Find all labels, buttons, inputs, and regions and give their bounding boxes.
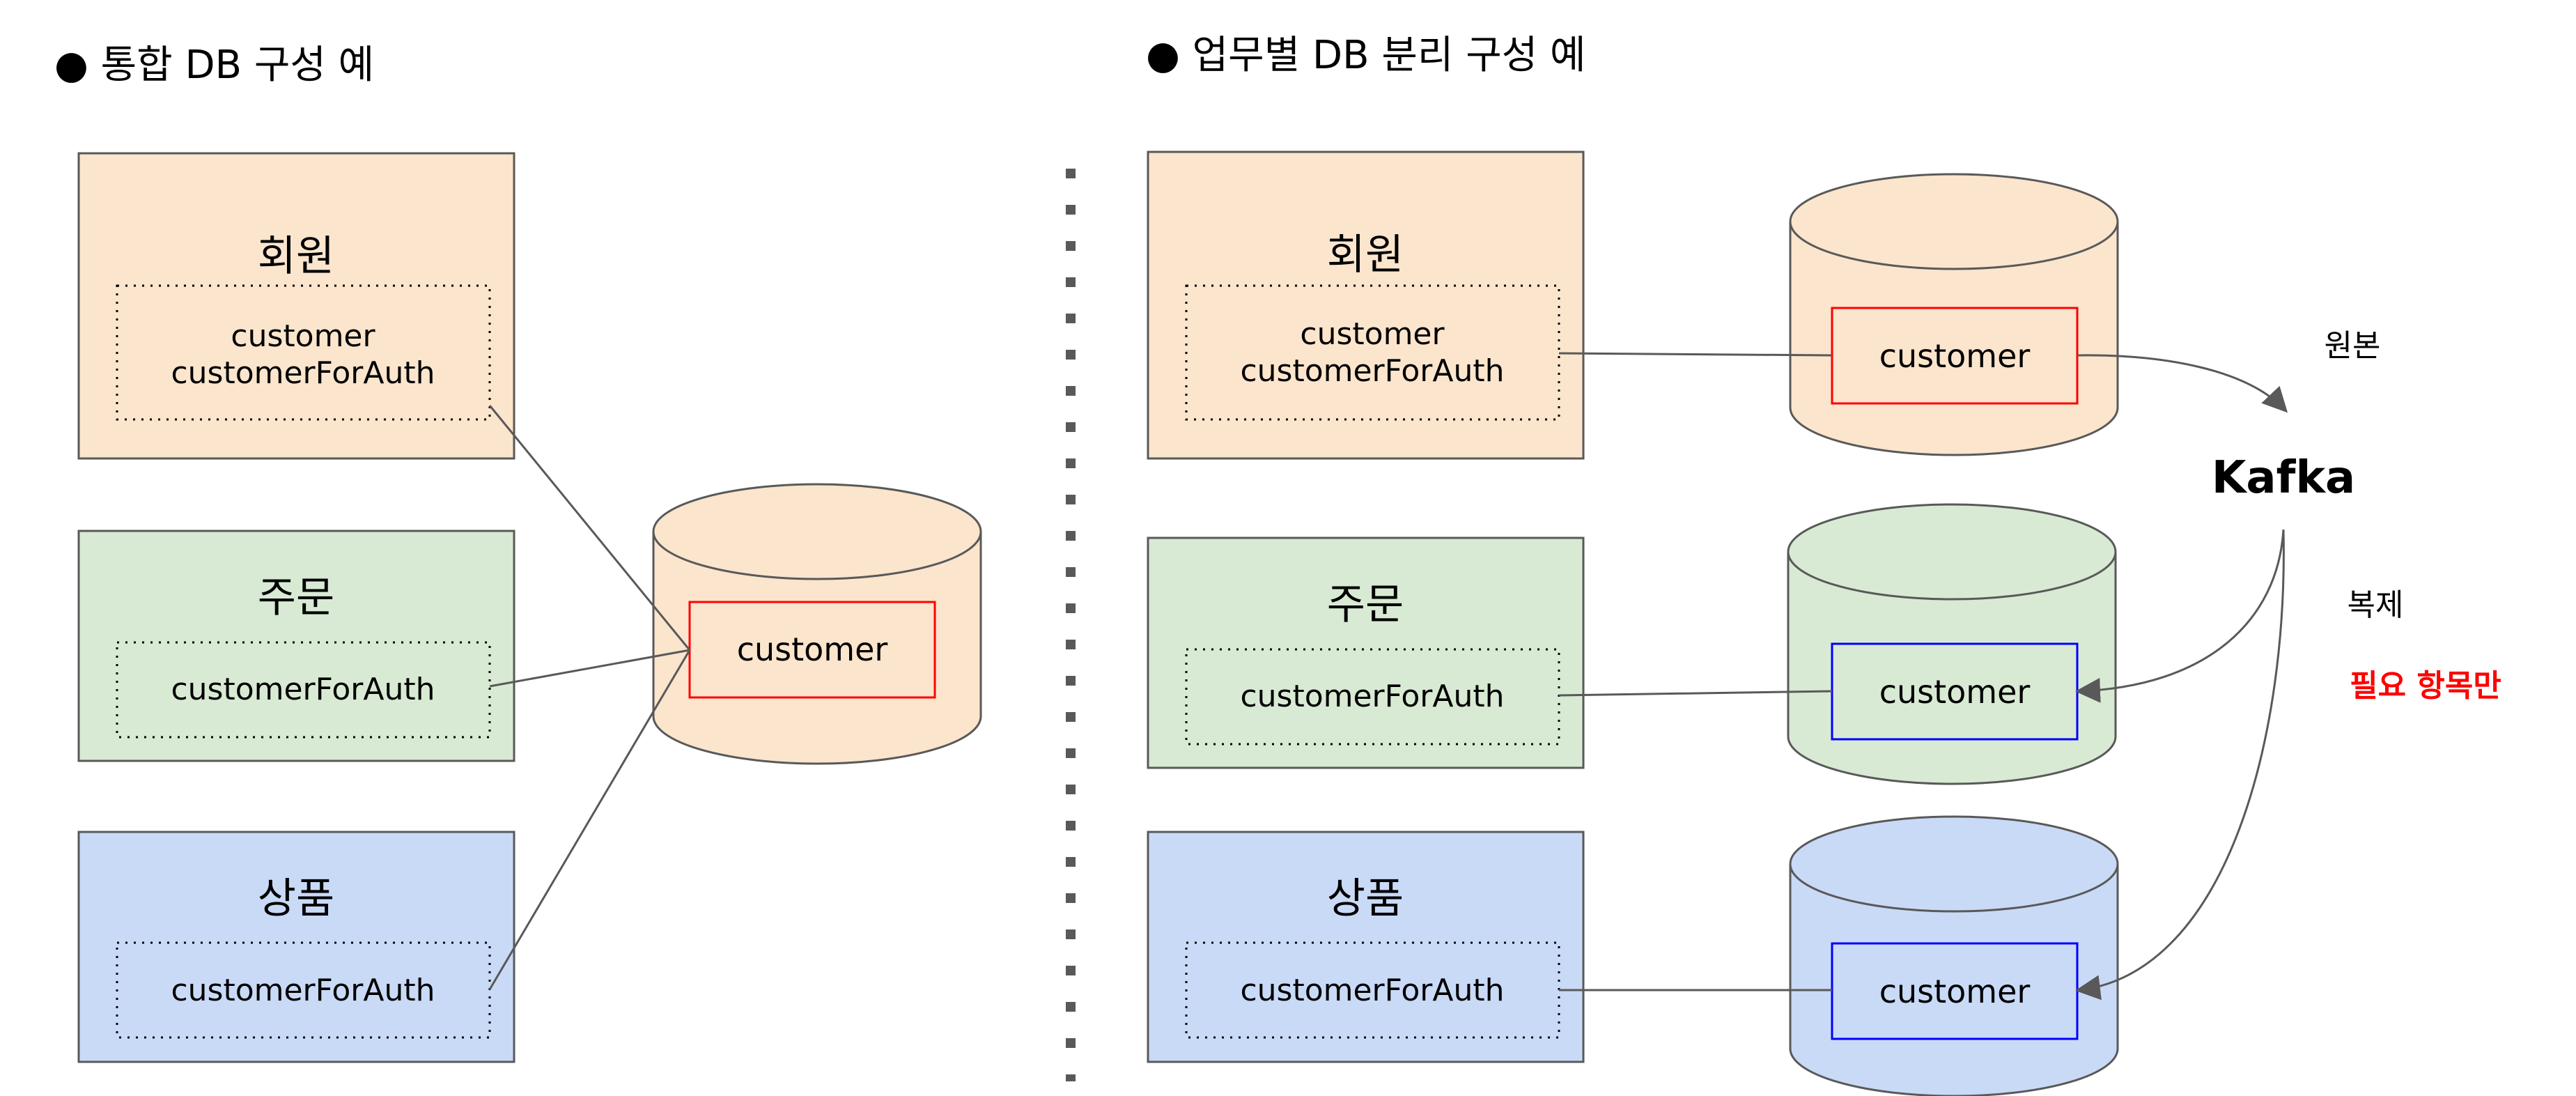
kafka-flow-arrows: [2075, 354, 2288, 1001]
right-member-db: customer: [1789, 173, 2119, 456]
left-integrated-db: customer: [652, 483, 982, 765]
right-member-db-label: customer: [1879, 337, 2031, 375]
right-order-title: 주문: [1327, 580, 1404, 629]
left-member-service: 회원 customer customerForAuth: [77, 152, 515, 460]
required-items-label: 필요 항목만: [2350, 668, 2501, 704]
right-member-table-1: customer: [1300, 316, 1445, 352]
left-section-title: ● 통합 DB 구성 예: [54, 43, 374, 88]
right-order-service: 주문 customerForAuth: [1147, 537, 1585, 769]
left-db-customer-label: customer: [737, 631, 888, 668]
left-product-service: 상품 customerForAuth: [77, 831, 515, 1063]
right-section-title: ● 업무별 DB 분리 구성 예: [1146, 33, 1586, 78]
left-order-service: 주문 customerForAuth: [77, 530, 515, 762]
left-product-table: customerForAuth: [171, 973, 435, 1008]
left-connectors: [488, 405, 691, 990]
right-connectors: [1558, 352, 1833, 991]
right-member-db-table: [1831, 307, 2079, 405]
original-label: 원본: [2325, 328, 2381, 364]
publish-arrow: [2077, 354, 2288, 413]
left-member-title: 회원: [258, 232, 334, 281]
right-product-db-label: customer: [1879, 973, 2031, 1010]
left-product-title: 상품: [258, 874, 334, 923]
replicate-label: 복제: [2348, 587, 2404, 623]
right-member-title: 회원: [1327, 231, 1404, 279]
right-order-db-label: customer: [1879, 673, 2031, 711]
right-product-title: 상품: [1327, 874, 1404, 923]
right-order-table: customerForAuth: [1240, 679, 1504, 714]
right-product-table: customerForAuth: [1240, 973, 1504, 1008]
right-order-db: customer: [1787, 503, 2117, 785]
replicate-arrow-product: [2075, 529, 2285, 1001]
left-member-table-2: customerForAuth: [171, 355, 435, 391]
right-product-db: customer: [1789, 815, 2119, 1096]
kafka-label: Kafka: [2212, 452, 2355, 504]
right-member-service: 회원 customer customerForAuth: [1147, 150, 1585, 460]
left-order-table: customerForAuth: [171, 672, 435, 707]
right-member-table-2: customerForAuth: [1240, 353, 1504, 389]
right-product-service: 상품 customerForAuth: [1147, 831, 1585, 1063]
left-order-title: 주문: [258, 573, 334, 622]
left-member-table-1: customer: [231, 318, 375, 354]
replicate-arrow-order: [2075, 529, 2285, 703]
